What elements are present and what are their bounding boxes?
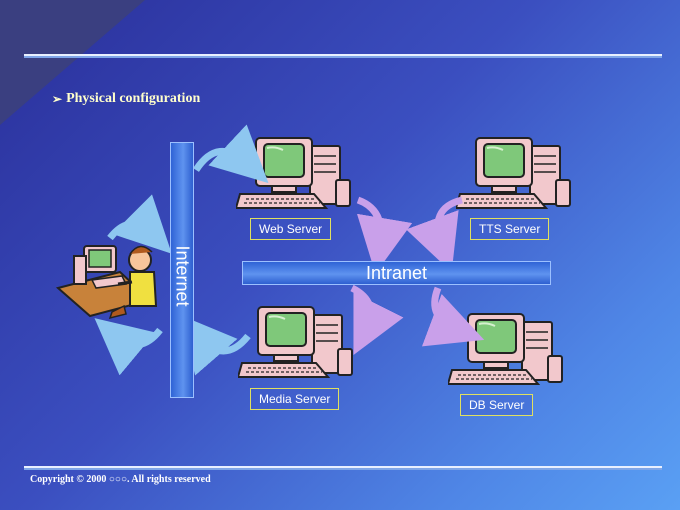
section-heading: ➢ Physical configuration [52, 91, 200, 107]
arrow-media-to-internet-icon [179, 314, 251, 376]
corner-decoration [0, 0, 145, 125]
heading-text: Physical configuration [66, 91, 201, 106]
arrow-intranet-to-db-icon [421, 286, 485, 347]
media-server-computer-icon [238, 306, 353, 378]
media-server-label: Media Server [250, 388, 340, 410]
top-divider [24, 54, 662, 56]
web-server-computer-icon [236, 137, 351, 209]
user-at-computer-icon [55, 245, 158, 320]
arrow-internet-to-web-icon [193, 124, 269, 184]
internet-bar [170, 142, 194, 398]
arrow-intranet-to-media-icon [350, 284, 404, 356]
arrow-tts-to-intranet-icon [406, 196, 463, 273]
bullet-arrow-icon: ➢ [52, 91, 63, 106]
bottom-divider [24, 466, 662, 468]
intranet-bar: Intranet [242, 261, 551, 285]
db-server-label: DB Server [460, 394, 534, 416]
tts-server-label: TTS Server [470, 218, 550, 240]
arrow-client-to-internet-icon [107, 194, 172, 254]
tts-server-computer-icon [456, 137, 571, 209]
arrow-internet-to-client-icon [94, 318, 163, 376]
copyright-footer: Copyright © 2000 ○○○. All rights reserve… [30, 474, 211, 485]
internet-label: Internet [172, 245, 193, 307]
db-server-computer-icon [448, 313, 563, 385]
intranet-label: Intranet [365, 262, 428, 283]
web-server-label: Web Server [250, 218, 332, 240]
arrow-web-to-intranet-icon [356, 196, 413, 274]
